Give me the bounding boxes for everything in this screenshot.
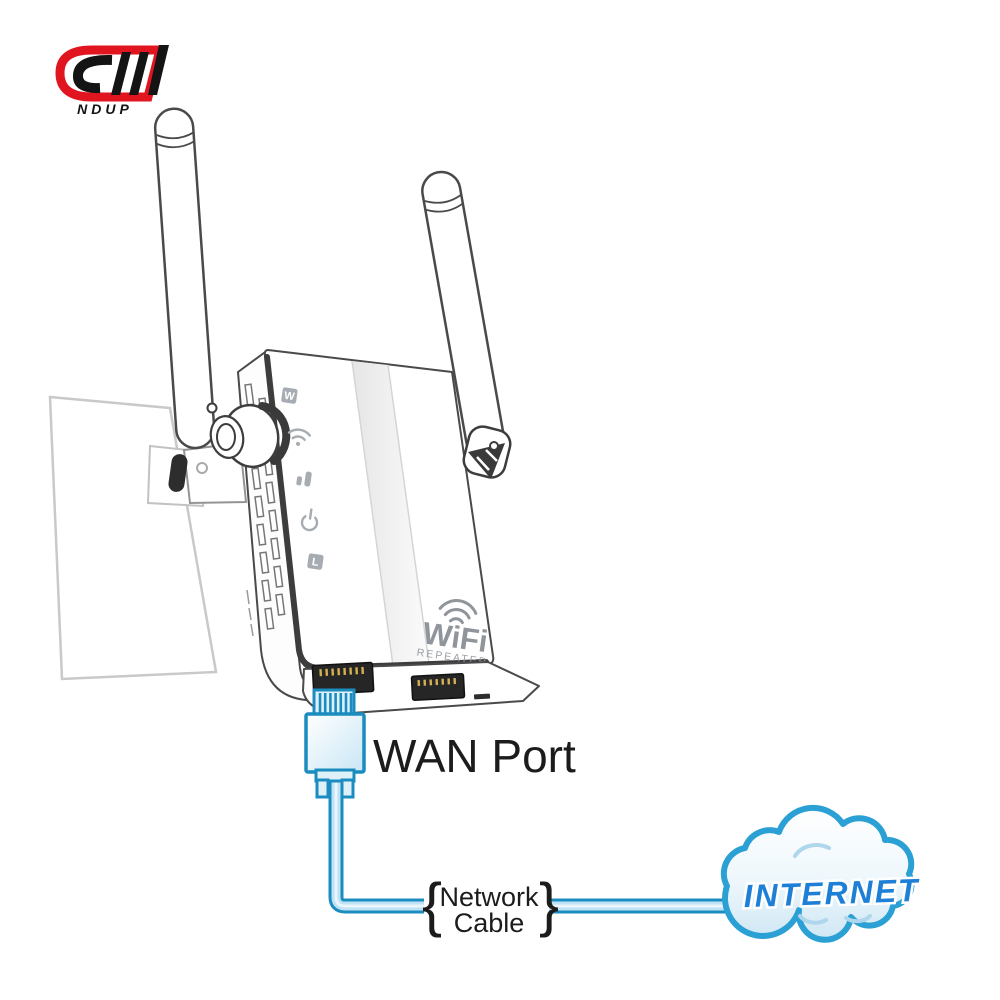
signal-led-icon: [296, 471, 312, 487]
antenna-hinge-right: [462, 425, 512, 479]
cloud-inner-arcs: [793, 843, 872, 925]
bottom-marking: [473, 693, 491, 700]
internet-cloud: INTERNET: [720, 804, 923, 943]
front-panel-stripe: [352, 361, 429, 666]
side-markings: [246, 589, 254, 637]
led-indicator-column: W L: [281, 387, 324, 570]
signal-bar-large: [304, 471, 312, 487]
connector-tab-right: [340, 778, 355, 799]
power-stem: [308, 508, 313, 520]
lan-port-opening: [410, 673, 466, 701]
wifi-led-dot: [296, 441, 301, 446]
power-led-icon: [300, 508, 319, 532]
lan-led-square: [307, 553, 324, 570]
brand-logo-bar: [148, 45, 169, 95]
antenna-right-band: [424, 193, 464, 213]
connector-contact-pins: [318, 693, 353, 713]
power-plug: [168, 454, 188, 492]
brace-right: }: [539, 871, 559, 938]
brand-logo-text: NDUP: [77, 101, 133, 117]
power-arc: [300, 515, 319, 532]
lan-port-pins: [417, 678, 457, 687]
brace-left: {: [422, 871, 442, 938]
connector-body: [304, 712, 366, 774]
hinge-ring-inner: [216, 423, 236, 451]
wps-led-letter: W: [283, 390, 296, 403]
hinge-screw-icon: [489, 441, 499, 451]
device-bottom: [302, 661, 540, 715]
antenna-left: [153, 107, 216, 450]
cloud-shape: [720, 804, 915, 943]
network-cable-label: { Network Cable }: [422, 871, 559, 938]
panel-seams: [351, 360, 430, 667]
hinge-shade: [258, 402, 291, 465]
antenna-hinge-left: [206, 402, 291, 469]
hinge-wedge-seams: [476, 449, 498, 471]
antenna-left-band: [156, 131, 195, 149]
lan-led-letter: L: [311, 556, 320, 569]
rj45-connector: [304, 688, 366, 799]
brand-logo-bar: [129, 52, 149, 95]
wps-led-square: [281, 387, 298, 404]
wan-port-label: WAN Port: [373, 730, 576, 782]
network-cable-line2: Cable: [454, 908, 525, 938]
wifi-led-icon: [287, 428, 312, 446]
connector-step: [314, 768, 356, 783]
wall-outlet: [48, 395, 248, 681]
internet-label: INTERNET: [743, 872, 921, 914]
signal-bar-small: [296, 476, 303, 486]
lan-led-icon: L: [307, 553, 324, 570]
brand-logo-bar: [111, 52, 131, 95]
brand-logo-hook: [73, 54, 113, 94]
cable-run-left-highlight: [334, 772, 424, 908]
hinge-screw-icon: [206, 402, 218, 414]
connector-tab-left: [315, 778, 330, 799]
wps-led-icon: W: [281, 387, 298, 404]
wifi-led-arcs: [287, 428, 312, 442]
network-cable: [328, 772, 743, 914]
network-cable-line1: Network: [439, 882, 539, 912]
outlet-screw-icon: [196, 462, 208, 474]
antenna-left-body: [153, 107, 216, 450]
hinge-wedge: [468, 443, 505, 479]
lan-port: [410, 673, 466, 701]
wan-port-pins: [319, 666, 365, 677]
brand-logo: NDUP: [55, 45, 169, 117]
wifi-logo-arcs: [438, 599, 478, 625]
